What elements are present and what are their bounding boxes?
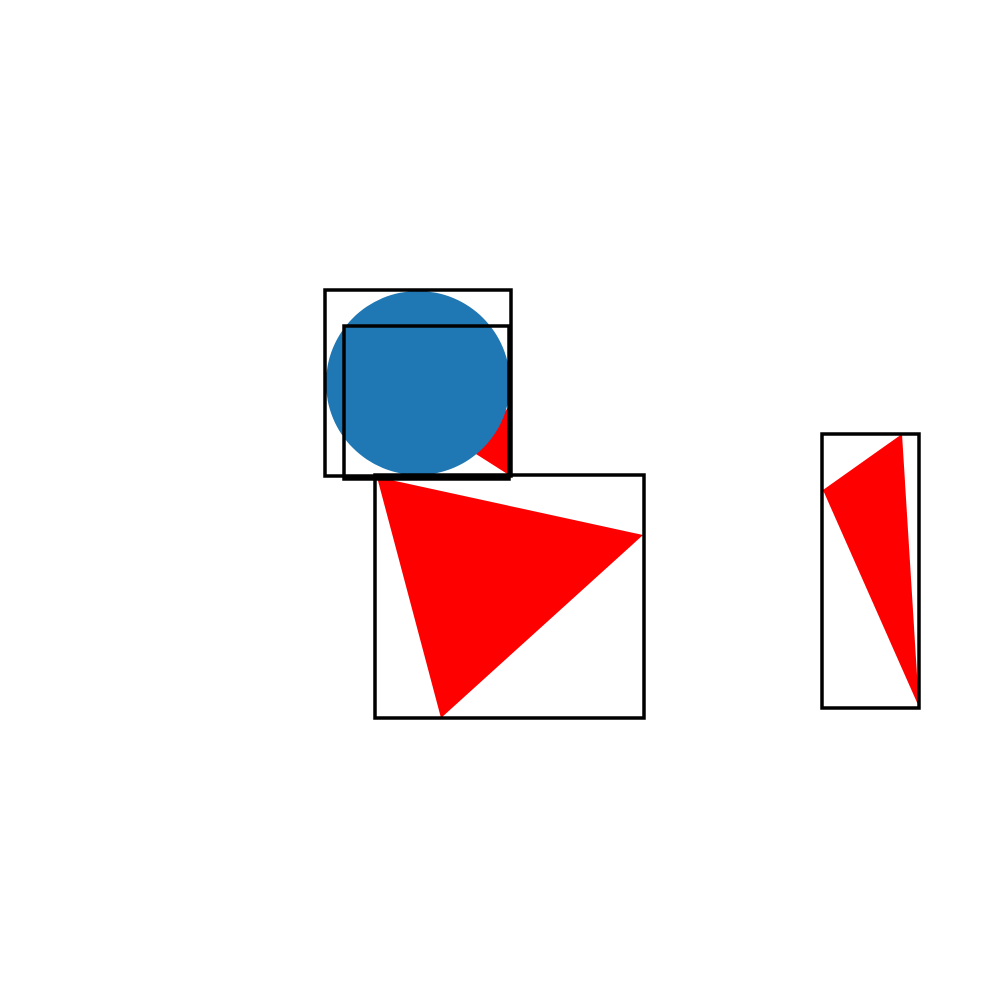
small-triangle-bounding-box	[342, 324, 511, 481]
large-red-triangle	[377, 477, 643, 718]
narrow-triangle-bounding-box	[820, 432, 921, 710]
narrow-red-triangle	[823, 434, 919, 707]
small-red-triangle	[476, 406, 509, 475]
large-triangle-bounding-box	[373, 473, 646, 720]
blue-circle	[326, 291, 510, 475]
